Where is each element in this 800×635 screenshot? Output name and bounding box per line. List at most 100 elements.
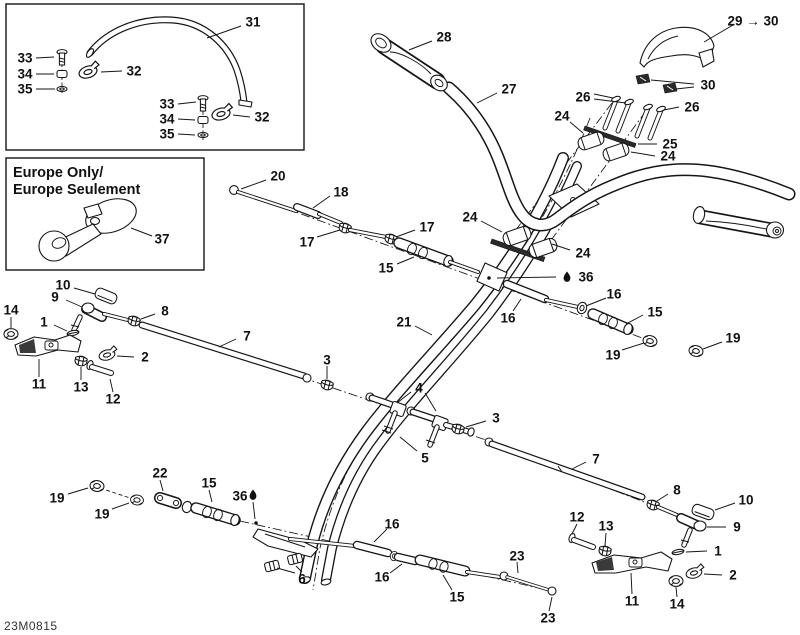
callout-35: 35: [159, 127, 175, 142]
lower-tie-rod-left: [142, 325, 335, 392]
leader-line: [399, 436, 418, 452]
clamp-plate: [583, 125, 637, 148]
callout-2: 2: [141, 350, 149, 365]
leader-line: [516, 561, 519, 574]
callout-12: 12: [569, 510, 584, 525]
spacer-icon: [56, 69, 68, 79]
leader-line: [630, 151, 656, 157]
leader-line: [685, 550, 708, 553]
callout-8: 8: [161, 304, 169, 319]
callout-19: 19: [725, 331, 740, 346]
callout-13: 13: [598, 519, 614, 534]
horn: [38, 198, 137, 262]
callout-24: 24: [660, 149, 676, 164]
doc-code: 23M0815: [4, 619, 58, 633]
right-grip: [692, 206, 785, 239]
leader-line: [630, 572, 633, 595]
callout-24: 24: [554, 109, 570, 124]
callout-17: 17: [299, 235, 314, 250]
callout-23: 23: [540, 611, 556, 626]
callout-7: 7: [592, 452, 600, 467]
leader-line: [109, 378, 114, 393]
grease-point: [487, 276, 491, 280]
leader-line: [675, 86, 695, 90]
leader-line: [571, 523, 578, 535]
leader-line: [480, 220, 503, 233]
handlebar-pad: [639, 26, 715, 68]
callout-3: 3: [323, 353, 331, 368]
leader-line: [159, 479, 164, 492]
callout-15: 15: [647, 305, 663, 320]
callout-30: 30: [700, 78, 715, 93]
callout-23: 23: [509, 549, 525, 564]
leader-line: [414, 325, 433, 336]
inset-box-border: [5, 3, 305, 151]
europe-box-title-line1: Europe Only/: [13, 165, 103, 181]
leader-line: [395, 229, 416, 238]
leader-line: [35, 56, 55, 59]
callout-37: 37: [154, 232, 169, 247]
callout-25: 25: [662, 137, 678, 152]
leader-line: [650, 79, 695, 85]
callout-7: 7: [243, 329, 251, 344]
callout-16: 16: [500, 311, 516, 326]
callout-16: 16: [374, 570, 390, 585]
callout-24: 24: [462, 210, 478, 225]
europe-box: Europe Only/ Europe Seulement: [5, 157, 205, 271]
leader-line: [312, 195, 331, 209]
leader-line: [703, 573, 723, 576]
leader-line: [465, 420, 487, 428]
leader-line: [316, 229, 341, 238]
leader-line: [53, 324, 68, 332]
leader-line: [177, 118, 196, 121]
leader-line: [663, 106, 680, 111]
leader-line: [714, 502, 736, 511]
callout-27: 27: [501, 82, 516, 97]
grease-point: [254, 521, 258, 525]
callout-34: 34: [159, 112, 175, 127]
upper-tie-rod-right: [507, 284, 705, 359]
callout-36: 36: [232, 489, 248, 504]
flange-nut-icon: [668, 575, 684, 587]
leader-line: [177, 133, 196, 136]
callout-15: 15: [449, 590, 465, 605]
upper-tie-rod: [229, 185, 480, 274]
callout-15: 15: [378, 261, 394, 276]
callout-19: 19: [605, 348, 620, 363]
callout-26: 26: [575, 90, 591, 105]
callout-20: 20: [270, 169, 285, 184]
leader-line: [675, 586, 678, 598]
callout-28: 28: [436, 30, 452, 45]
callout-15: 15: [201, 476, 217, 491]
leader-line: [232, 114, 251, 118]
left-steering-arm-assembly: [3, 286, 142, 373]
leader-line: [604, 532, 607, 547]
callout-2: 2: [729, 568, 737, 583]
leader-line: [65, 299, 83, 308]
leader-line: [476, 92, 498, 104]
callout-11: 11: [32, 377, 47, 392]
leader-line: [218, 338, 237, 348]
callout-36: 36: [578, 270, 594, 285]
leader-line: [206, 25, 242, 39]
callout-34: 34: [17, 67, 33, 82]
leader-line: [424, 392, 437, 412]
callout-14: 14: [669, 597, 685, 612]
callout-4: 4: [415, 381, 423, 396]
callout-24: 24: [575, 246, 591, 261]
center-ball-joints: [365, 392, 475, 445]
leader-line: [396, 391, 412, 404]
leader-line: [551, 243, 571, 251]
leader-line: [442, 574, 453, 591]
column-stop-plate: [476, 262, 508, 292]
inset-box: [5, 3, 305, 151]
leader-line: [408, 40, 433, 51]
leader-line: [569, 121, 584, 134]
callout-9: 9: [733, 520, 741, 535]
callout-19: 19: [94, 507, 109, 522]
leader-line: [116, 355, 135, 358]
leader-line: [571, 461, 587, 470]
callout-22: 22: [152, 466, 167, 481]
callout-17: 17: [419, 220, 434, 235]
